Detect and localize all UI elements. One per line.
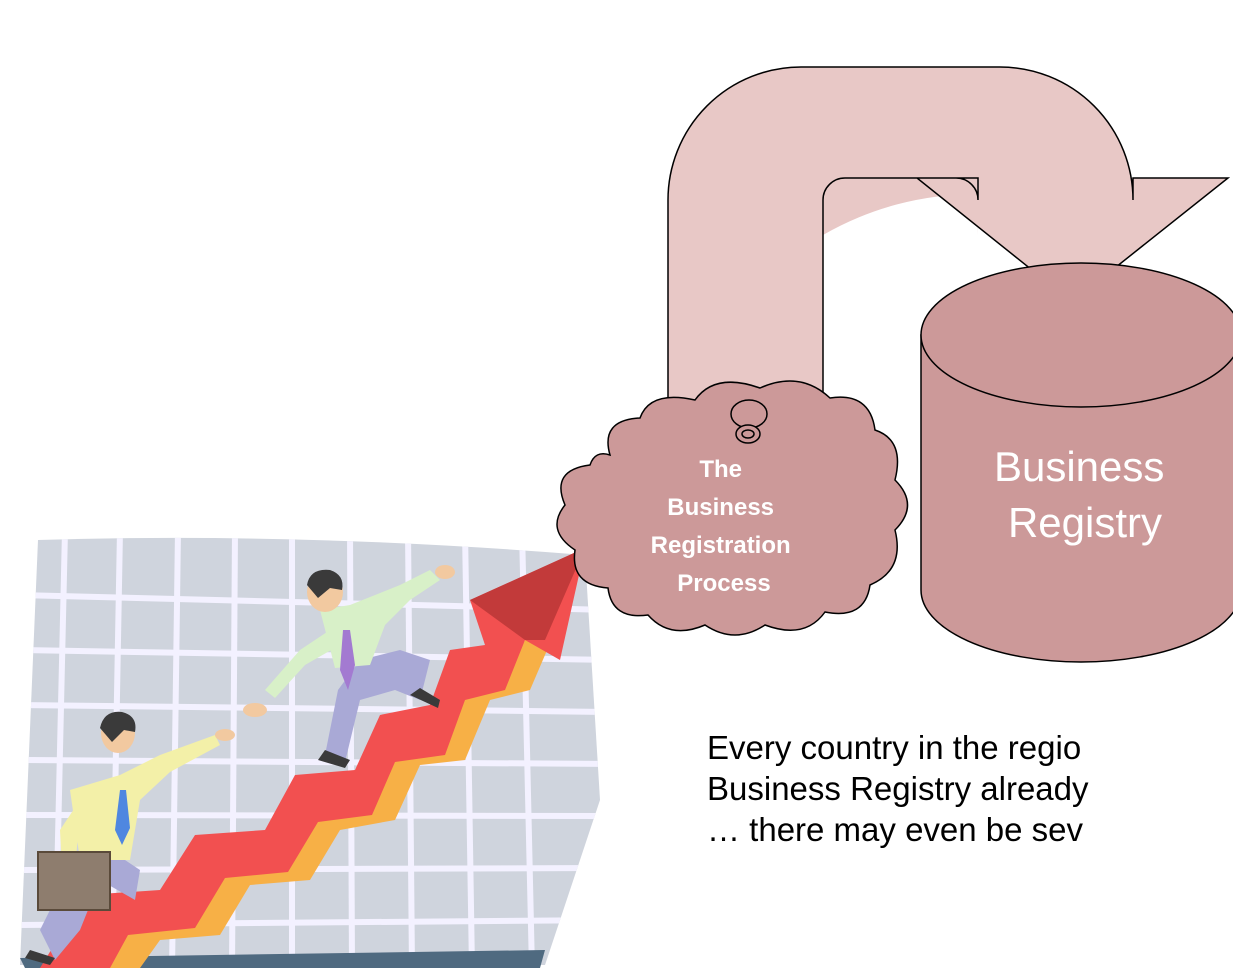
svg-text:Business Registry: Business Registry [994,443,1176,546]
briefcase-icon [37,851,111,911]
process-thought-cloud: The Business Registration Process [556,380,909,636]
business-registry-database: Business Registry [920,262,1233,663]
cloud-line-2: Business [667,494,774,521]
upper-climber-figure [243,565,455,768]
registry-line-2: Registry [1008,499,1162,546]
registry-line-1: Business [994,443,1164,490]
climbing-growth-illustration [20,537,600,968]
caption-line-3: … there may even be sev [707,811,1084,848]
cloud-line-1: The [699,456,742,483]
cloud-line-3: Registration [651,532,791,559]
caption-line-2: Business Registry already [707,770,1089,807]
caption-text: Every country in the regio Business Regi… [707,727,1089,850]
flow-arrow-shape [667,66,1231,421]
lower-climber-figure [25,711,235,965]
caption-line-1: Every country in the regio [707,729,1082,766]
cloud-line-4: Process [677,570,770,597]
svg-text:The Business Regis: The Business Registration Process [651,456,798,597]
